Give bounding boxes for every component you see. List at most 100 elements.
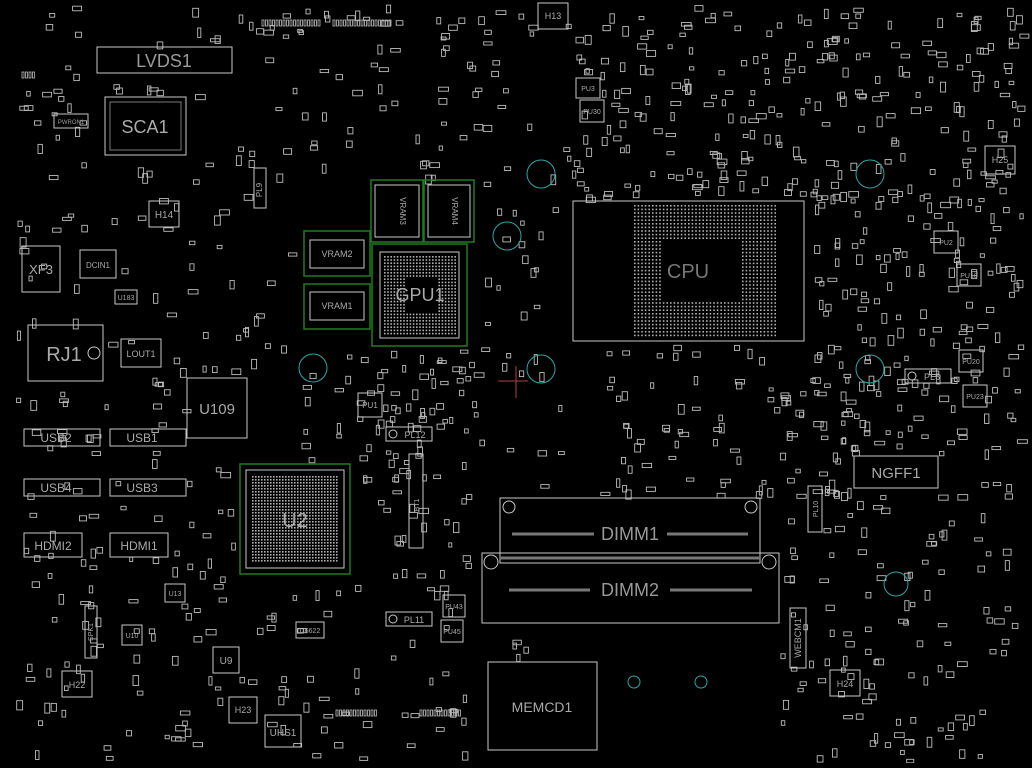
pl10-inductor[interactable] [807, 485, 823, 533]
passive-component [158, 422, 167, 428]
passive-component [843, 373, 852, 378]
pu43-chip[interactable] [442, 594, 466, 618]
ball [321, 560, 323, 562]
pl11-inductor[interactable] [385, 611, 433, 627]
dimm2-slot[interactable] [481, 552, 780, 624]
ball [400, 272, 402, 274]
lout1-audio-jack[interactable] [120, 338, 162, 368]
pu45-chip[interactable] [440, 619, 464, 643]
ball [752, 223, 755, 225]
passive-component [481, 347, 491, 352]
pu20-chip[interactable] [958, 349, 984, 373]
ball [291, 545, 293, 547]
ball [297, 491, 299, 493]
sca1-chip[interactable] [104, 96, 187, 156]
h25-mount[interactable] [984, 145, 1016, 175]
ball [662, 313, 665, 315]
rj1-ethernet-port[interactable] [27, 324, 104, 382]
vram4-chip[interactable] [427, 184, 471, 238]
ball [432, 256, 434, 258]
vram1-chip[interactable] [309, 291, 365, 321]
ball [756, 316, 758, 319]
uhs1-connector[interactable] [264, 714, 302, 748]
ball [400, 320, 402, 322]
cpu-socket[interactable] [572, 200, 805, 342]
lvds-connector[interactable] [96, 46, 233, 74]
ball [666, 208, 668, 211]
u183-chip[interactable] [114, 289, 138, 305]
h24-mount[interactable] [829, 669, 861, 697]
ball [760, 208, 762, 211]
ball [400, 329, 402, 332]
memcd1-card-reader[interactable] [487, 661, 598, 751]
ball [276, 476, 278, 478]
pu23-chip[interactable] [962, 384, 988, 408]
hdmi1-port[interactable] [109, 532, 169, 558]
ball [673, 205, 676, 207]
usb2-port[interactable] [23, 428, 101, 447]
ball [336, 542, 338, 544]
u2-chip[interactable] [245, 469, 345, 569]
pl12-inductor[interactable] [385, 426, 433, 442]
dcin-jack[interactable] [79, 249, 117, 279]
h14-mount[interactable] [148, 200, 180, 228]
ball [745, 331, 748, 333]
ball [327, 551, 329, 553]
passive-component [800, 107, 805, 116]
u9-chip[interactable] [212, 646, 240, 674]
passive-component [151, 633, 156, 642]
passive-component [923, 223, 931, 230]
h22-mount[interactable] [61, 670, 93, 698]
bt1-battery[interactable] [408, 453, 424, 549]
passive-component [779, 452, 787, 461]
pu2-chip[interactable] [933, 230, 959, 254]
pu1-chip[interactable] [357, 392, 383, 418]
pl9-inductor[interactable] [253, 167, 267, 209]
vram3-chip[interactable] [374, 184, 420, 238]
ball [727, 208, 730, 211]
pwron-button[interactable] [53, 113, 89, 129]
ball [288, 515, 290, 517]
passive-component [958, 435, 968, 440]
pu30-chip[interactable] [579, 99, 605, 123]
passive-component [88, 513, 100, 519]
hdmi2-port[interactable] [23, 532, 83, 558]
usb1-port[interactable] [109, 428, 187, 447]
u109-chip[interactable] [186, 377, 248, 439]
ball [731, 219, 733, 221]
passive-component [887, 335, 895, 346]
usb3-port[interactable] [109, 478, 187, 497]
webcm1-connector[interactable] [789, 607, 807, 669]
pl5-inductor[interactable] [904, 368, 952, 384]
pu3-chip[interactable] [575, 77, 601, 99]
ball [451, 284, 453, 287]
usb4-port[interactable] [23, 478, 101, 497]
vram2-chip[interactable] [309, 239, 365, 269]
xf3-transformer[interactable] [21, 245, 61, 293]
h23-mount[interactable] [228, 696, 258, 724]
ball [303, 503, 305, 505]
ngff1-slot[interactable] [853, 455, 939, 489]
ball [634, 266, 636, 268]
u10-chip[interactable] [121, 624, 143, 646]
passive-component [1000, 266, 1008, 273]
gpu1-chip[interactable] [379, 251, 460, 339]
ball [770, 219, 773, 221]
ball [770, 309, 773, 311]
dimm1-slot[interactable] [499, 497, 761, 564]
ball [324, 554, 326, 556]
spk1-connector[interactable] [84, 605, 98, 659]
u6622-chip[interactable] [295, 621, 325, 639]
ball [648, 287, 650, 290]
pu18-chip[interactable] [956, 263, 982, 287]
u13-chip[interactable] [164, 583, 186, 603]
passive-component [583, 135, 589, 145]
ball [267, 551, 269, 553]
ball [760, 323, 762, 326]
ball [716, 208, 719, 211]
passive-component [919, 264, 924, 273]
h13-mount[interactable] [537, 2, 569, 30]
ball [713, 226, 715, 229]
passive-component [529, 31, 535, 37]
bt1-label: BT1 [414, 498, 421, 511]
